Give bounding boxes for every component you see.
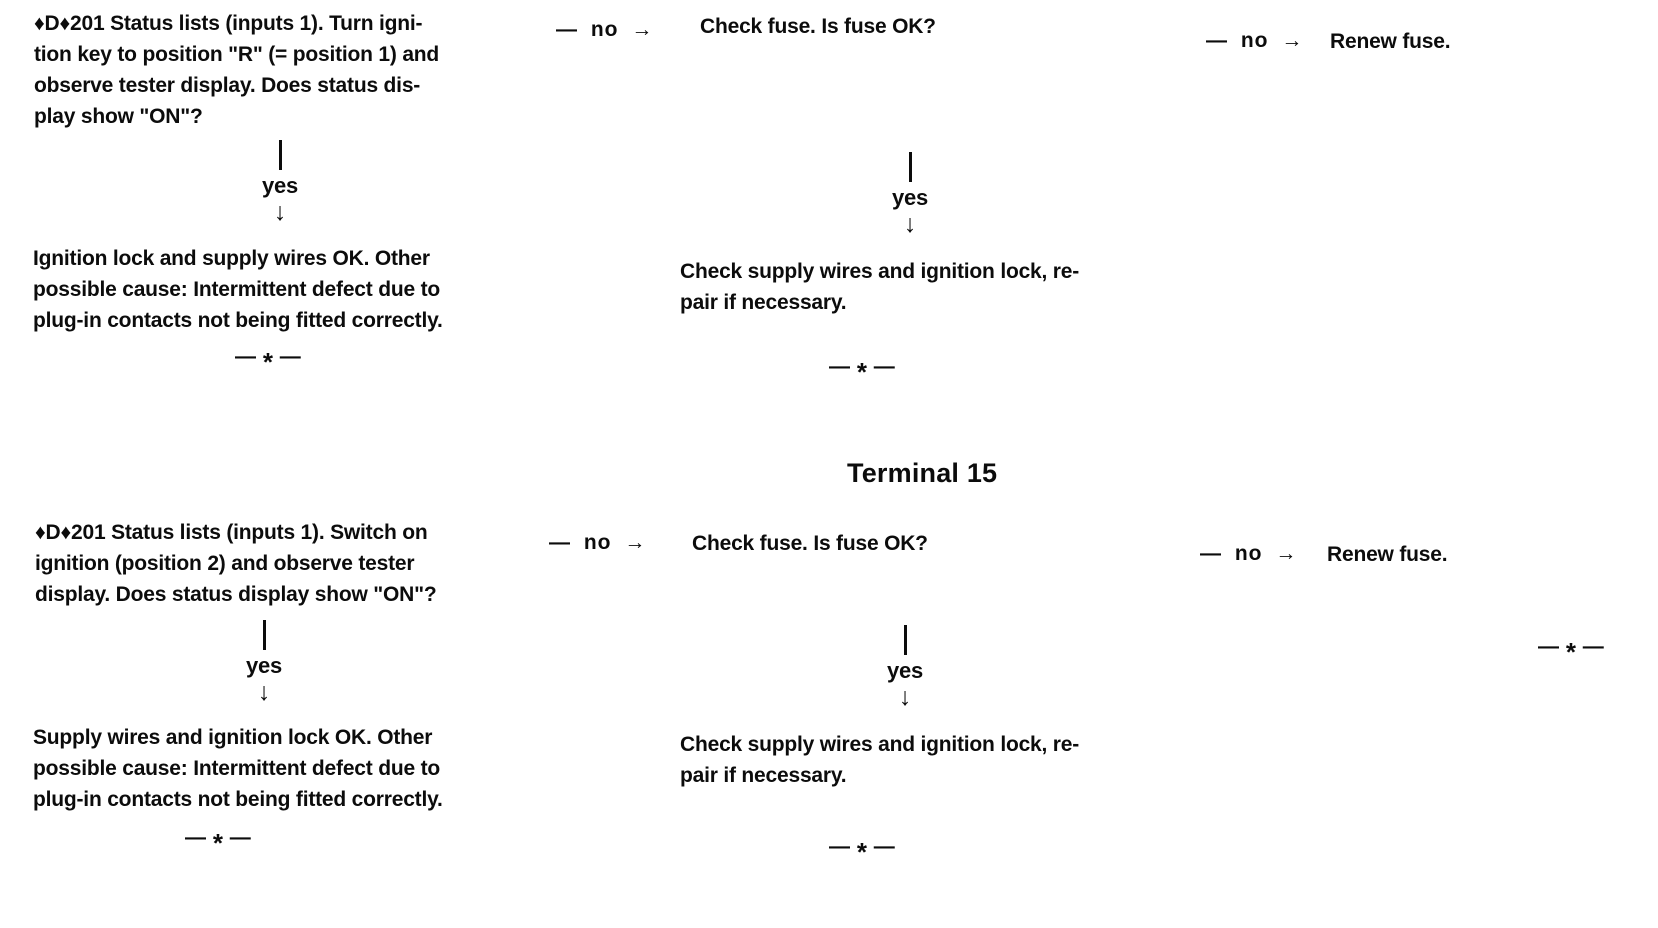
asterisk-icon: * [856, 837, 867, 867]
result-block-2-middle: Check supply wires and ignition lock, re… [680, 733, 1080, 787]
result-block-2-left: Supply wires and ignition lock OK. Other… [33, 726, 443, 811]
separator-dash: — [829, 835, 850, 858]
asterisk-separator-2-left: — * — [185, 826, 251, 856]
separator-dash: — [1582, 635, 1604, 658]
separator-dash: — [1538, 635, 1559, 658]
asterisk-separator-2-right: — * — [1538, 635, 1604, 665]
connector-line [262, 620, 266, 650]
connector-line [908, 152, 912, 182]
action-renew-fuse-1: Renew fuse. [1330, 30, 1451, 53]
yes-connector-2-left: yes ↓ [214, 620, 314, 705]
question-block-terminal-r: ♦D♦201 Status lists (inputs 1). Turn ign… [34, 12, 440, 128]
yes-connector-1-middle: yes ↓ [860, 152, 960, 237]
no-branch-arrow-1a: — no → [556, 18, 654, 41]
separator-dash: — [229, 826, 251, 849]
yes-label: yes [886, 658, 924, 683]
asterisk-icon: * [212, 828, 223, 858]
separator-dash: — [829, 355, 850, 378]
yes-label: yes [245, 653, 283, 678]
asterisk-separator-1-left: — * — [235, 345, 301, 375]
asterisk-icon: * [1565, 637, 1576, 667]
yes-connector-2-middle: yes ↓ [855, 625, 955, 710]
separator-dash: — [279, 345, 301, 368]
section-heading-terminal-15: Terminal 15 [847, 458, 998, 488]
no-branch-arrow-2b: — no → [1200, 542, 1298, 565]
asterisk-separator-2-middle: — * — [829, 835, 895, 865]
yes-label: yes [261, 173, 299, 198]
question-block-terminal-15: ♦D♦201 Status lists (inputs 1). Switch o… [35, 521, 437, 606]
yes-label: yes [891, 185, 929, 210]
asterisk-icon: * [262, 347, 273, 377]
separator-dash: — [873, 355, 895, 378]
separator-dash: — [235, 345, 256, 368]
decision-check-fuse-2: Check fuse. Is fuse OK? [692, 532, 928, 555]
separator-dash: — [185, 826, 206, 849]
down-arrow-icon: ↓ [257, 678, 271, 706]
down-arrow-icon: ↓ [273, 198, 287, 226]
result-block-1-left: Ignition lock and supply wires OK. Other… [33, 247, 443, 332]
connector-line [903, 625, 907, 655]
down-arrow-icon: ↓ [903, 210, 917, 238]
connector-line [278, 140, 282, 170]
yes-connector-1-left: yes ↓ [230, 140, 330, 225]
decision-check-fuse-1: Check fuse. Is fuse OK? [700, 15, 936, 38]
asterisk-icon: * [856, 357, 867, 387]
result-block-1-middle: Check supply wires and ignition lock, re… [680, 260, 1080, 314]
action-renew-fuse-2: Renew fuse. [1327, 543, 1448, 566]
down-arrow-icon: ↓ [898, 683, 912, 711]
asterisk-separator-1-middle: — * — [829, 355, 895, 385]
no-branch-arrow-1b: — no → [1206, 29, 1304, 52]
separator-dash: — [873, 835, 895, 858]
no-branch-arrow-2a: — no → [549, 531, 647, 554]
